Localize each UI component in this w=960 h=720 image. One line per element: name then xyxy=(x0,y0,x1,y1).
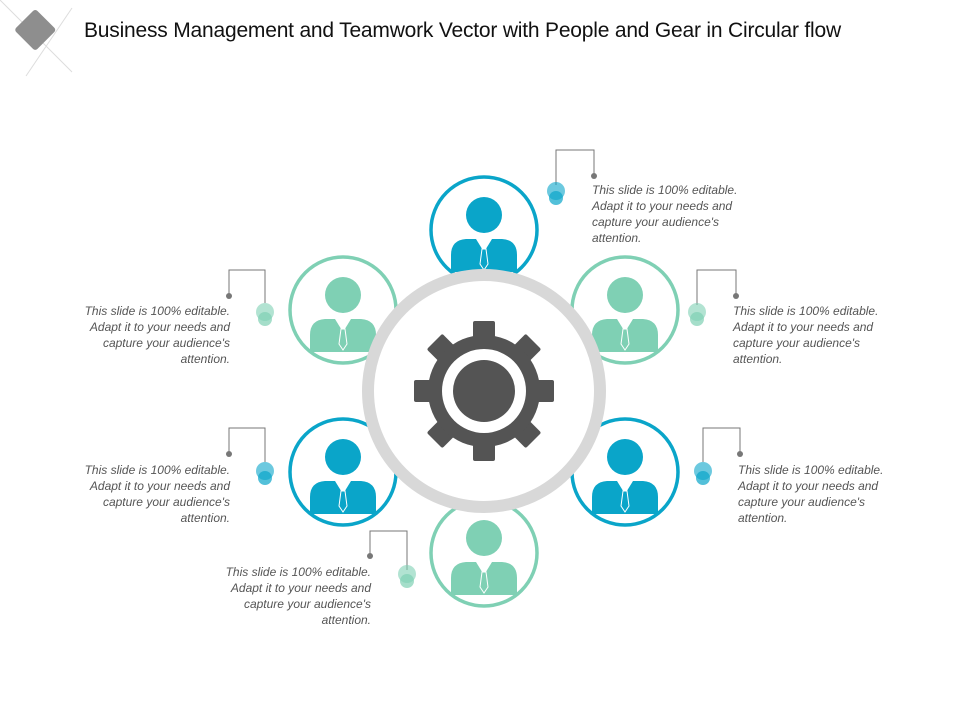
diamond-logo-icon xyxy=(0,0,73,77)
person-upper-left xyxy=(288,255,398,365)
person-lower-right xyxy=(570,417,680,527)
slide-title: Business Management and Teamwork Vector … xyxy=(84,19,841,42)
person-bottom xyxy=(429,498,539,608)
note-top: This slide is 100% editable. Adapt it to… xyxy=(592,183,738,245)
person-upper-right xyxy=(570,255,680,365)
note-bottom: This slide is 100% editable. Adapt it to… xyxy=(225,565,371,627)
note-lower-left: This slide is 100% editable. Adapt it to… xyxy=(84,463,230,525)
note-lower-right: This slide is 100% editable. Adapt it to… xyxy=(738,463,884,525)
connector-upper-left xyxy=(226,269,274,326)
connector-bottom xyxy=(367,530,416,588)
person-top xyxy=(429,175,539,285)
note-upper-right: This slide is 100% editable. Adapt it to… xyxy=(733,304,879,366)
gear-icon xyxy=(414,321,554,461)
connector-top xyxy=(547,149,597,205)
note-upper-left: This slide is 100% editable. Adapt it to… xyxy=(84,304,230,366)
connector-lower-right xyxy=(694,427,743,485)
connector-upper-right xyxy=(688,269,739,326)
connector-lower-left xyxy=(226,427,274,485)
